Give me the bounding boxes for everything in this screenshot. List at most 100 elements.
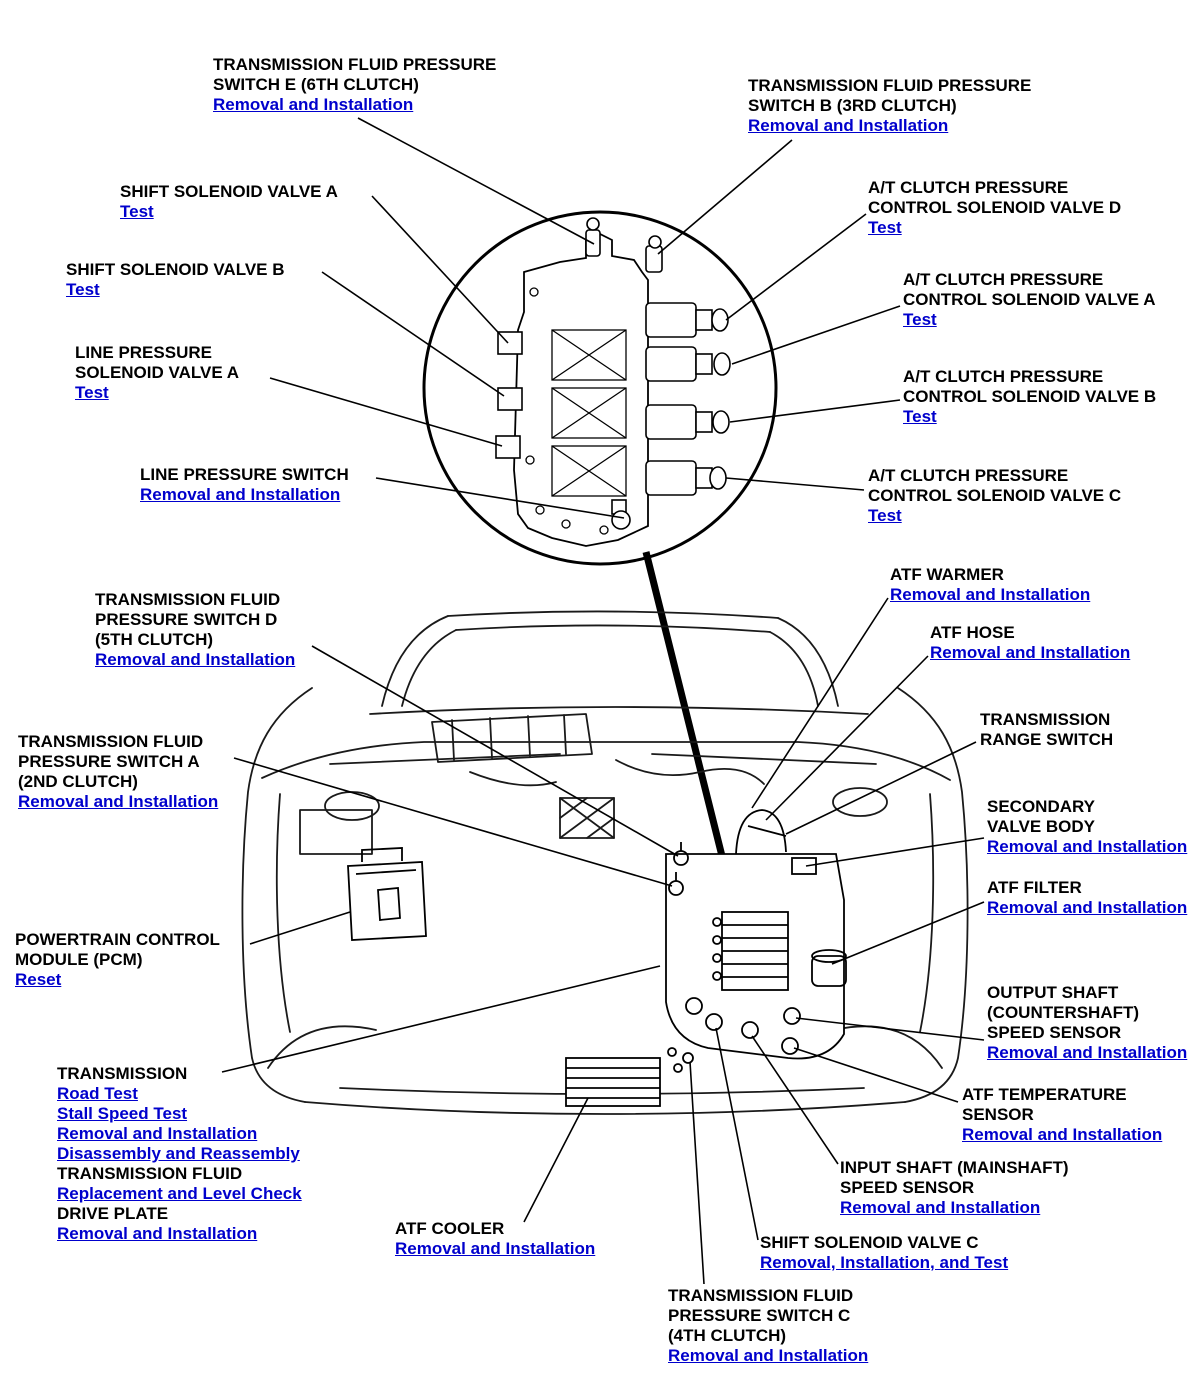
leader-line-output-shaft-countershaft-speed-sensor — [795, 1017, 985, 1041]
fluid-pressure-switch-c-4th-clutch-title: TRANSMISSION FLUID — [668, 1286, 854, 1305]
leader-line-secondary-valve-body — [805, 837, 985, 867]
line-pressure-switch-link[interactable]: Removal and Installation — [140, 485, 341, 504]
transmission-illustration — [665, 809, 847, 1064]
leader-line-at-clutch-pressure-control-solenoid-valve-b — [729, 399, 901, 423]
fluid-pressure-switch-a-2nd-clutch-title: TRANSMISSION FLUID — [18, 732, 204, 751]
shift-solenoid-valve-a-title: SHIFT SOLENOID VALVE A — [120, 182, 338, 201]
output-shaft-countershaft-speed-sensor-link[interactable]: Removal and Installation — [987, 1043, 1188, 1062]
at-clutch-pressure-control-solenoid-valve-b-link[interactable]: Test — [903, 407, 937, 426]
output-shaft-countershaft-speed-sensor-title: (COUNTERSHAFT) — [987, 1003, 1140, 1022]
valve-body-illustration — [495, 217, 731, 547]
at-clutch-pressure-control-solenoid-valve-d-link[interactable]: Test — [868, 218, 902, 237]
fluid-pressure-switch-c-4th-clutch-title: PRESSURE SWITCH C — [668, 1306, 851, 1325]
pcm-illustration — [347, 847, 427, 941]
transmission-link[interactable]: Road Test — [57, 1084, 138, 1103]
fluid-pressure-switch-e-6th-clutch-title: TRANSMISSION FLUID PRESSURE — [213, 55, 497, 74]
leader-line-fluid-pressure-switch-c-4th-clutch — [689, 1061, 705, 1285]
at-clutch-pressure-control-solenoid-valve-a-title: CONTROL SOLENOID VALVE A — [903, 290, 1156, 309]
transmission-link[interactable]: Removal and Installation — [57, 1124, 258, 1143]
leader-line-fluid-pressure-switch-a-2nd-clutch — [233, 757, 673, 887]
leader-line-shift-solenoid-valve-a — [371, 195, 509, 344]
fluid-pressure-switch-c-4th-clutch-link[interactable]: Removal and Installation — [668, 1346, 869, 1365]
atf-warmer-link[interactable]: Removal and Installation — [890, 585, 1091, 604]
shift-solenoid-valve-b-title: SHIFT SOLENOID VALVE B — [66, 260, 285, 279]
output-shaft-countershaft-speed-sensor-title: SPEED SENSOR — [987, 1023, 1122, 1042]
shift-solenoid-valve-b-link[interactable]: Test — [66, 280, 100, 299]
atf-warmer-title: ATF WARMER — [890, 565, 1004, 584]
leader-line-shift-solenoid-valve-b — [321, 271, 505, 397]
leader-line-at-clutch-pressure-control-solenoid-valve-d — [725, 213, 867, 321]
fluid-pressure-switch-a-2nd-clutch-title: PRESSURE SWITCH A — [18, 752, 200, 771]
fluid-pressure-switch-e-6th-clutch-title: SWITCH E (6TH CLUTCH) — [213, 75, 419, 94]
input-shaft-mainshaft-speed-sensor-title: SPEED SENSOR — [840, 1178, 975, 1197]
secondary-valve-body-link[interactable]: Removal and Installation — [987, 837, 1188, 856]
fluid-pressure-switch-b-3rd-clutch-link[interactable]: Removal and Installation — [748, 116, 949, 135]
atf-cooler-link[interactable]: Removal and Installation — [395, 1239, 596, 1258]
at-clutch-pressure-control-solenoid-valve-c-link[interactable]: Test — [868, 506, 902, 525]
atf-filter-link[interactable]: Removal and Installation — [987, 898, 1188, 917]
at-clutch-pressure-control-solenoid-valve-a-link[interactable]: Test — [903, 310, 937, 329]
fluid-pressure-switch-e-6th-clutch-link[interactable]: Removal and Installation — [213, 95, 414, 114]
leader-lines — [221, 117, 985, 1285]
leader-line-fluid-pressure-switch-d-5th-clutch — [311, 645, 679, 857]
line-pressure-solenoid-valve-a-title: SOLENOID VALVE A — [75, 363, 240, 382]
atf-hose-link[interactable]: Removal and Installation — [930, 643, 1131, 662]
fluid-pressure-switch-d-5th-clutch-link[interactable]: Removal and Installation — [95, 650, 296, 669]
leader-line-input-shaft-mainshaft-speed-sensor — [751, 1035, 839, 1165]
leader-line-transmission-range-switch — [785, 741, 977, 835]
fluid-pressure-switch-a-2nd-clutch-link[interactable]: Removal and Installation — [18, 792, 219, 811]
line-pressure-solenoid-valve-a-link[interactable]: Test — [75, 383, 109, 402]
fluid-pressure-switch-d-5th-clutch-title: TRANSMISSION FLUID — [95, 590, 281, 609]
fluid-pressure-switch-c-4th-clutch-title: (4TH CLUTCH) — [668, 1326, 787, 1345]
shift-solenoid-valve-a-link[interactable]: Test — [120, 202, 154, 221]
powertrain-control-module-link[interactable]: Reset — [15, 970, 62, 989]
line-pressure-switch-title: LINE PRESSURE SWITCH — [140, 465, 349, 484]
at-clutch-pressure-control-solenoid-valve-d-title: A/T CLUTCH PRESSURE — [868, 178, 1069, 197]
line-pressure-solenoid-valve-a-title: LINE PRESSURE — [75, 343, 212, 362]
transmission-range-switch-title: RANGE SWITCH — [980, 730, 1114, 749]
leader-line-atf-cooler — [523, 1097, 589, 1223]
leader-line-at-clutch-pressure-control-solenoid-valve-c — [725, 477, 865, 491]
fluid-pressure-switch-d-5th-clutch-title: PRESSURE SWITCH D — [95, 610, 278, 629]
powertrain-control-module-title: MODULE (PCM) — [15, 950, 143, 969]
at-clutch-pressure-control-solenoid-valve-b-title: A/T CLUTCH PRESSURE — [903, 367, 1104, 386]
leader-line-atf-temperature-sensor — [793, 1047, 959, 1103]
fluid-pressure-switch-b-3rd-clutch-title: TRANSMISSION FLUID PRESSURE — [748, 76, 1032, 95]
output-shaft-countershaft-speed-sensor-title: OUTPUT SHAFT — [987, 983, 1119, 1002]
leader-line-shift-solenoid-valve-c — [715, 1027, 759, 1241]
transmission-link[interactable]: Removal and Installation — [57, 1224, 258, 1243]
at-clutch-pressure-control-solenoid-valve-c-title: A/T CLUTCH PRESSURE — [868, 466, 1069, 485]
fluid-pressure-switch-b-3rd-clutch-title: SWITCH B (3RD CLUTCH) — [748, 96, 957, 115]
input-shaft-mainshaft-speed-sensor-link[interactable]: Removal and Installation — [840, 1198, 1041, 1217]
atf-temperature-sensor-link[interactable]: Removal and Installation — [962, 1125, 1163, 1144]
leader-line-at-clutch-pressure-control-solenoid-valve-a — [731, 305, 901, 365]
at-clutch-pressure-control-solenoid-valve-b-title: CONTROL SOLENOID VALVE B — [903, 387, 1157, 406]
transmission-link[interactable]: Replacement and Level Check — [57, 1184, 302, 1203]
atf-hose-title: ATF HOSE — [930, 623, 1015, 642]
leader-line-fluid-pressure-switch-b-3rd-clutch — [657, 139, 793, 255]
leader-line-line-pressure-solenoid-valve-a — [269, 377, 503, 447]
pointer-arrow — [642, 551, 739, 902]
transmission-link[interactable]: Stall Speed Test — [57, 1104, 188, 1123]
transmission-link[interactable]: Disassembly and Reassembly — [57, 1144, 300, 1163]
secondary-valve-body-title: SECONDARY — [987, 797, 1095, 816]
shift-solenoid-valve-c-link[interactable]: Removal, Installation, and Test — [760, 1253, 1009, 1272]
atf-cooler-title: ATF COOLER — [395, 1219, 505, 1238]
